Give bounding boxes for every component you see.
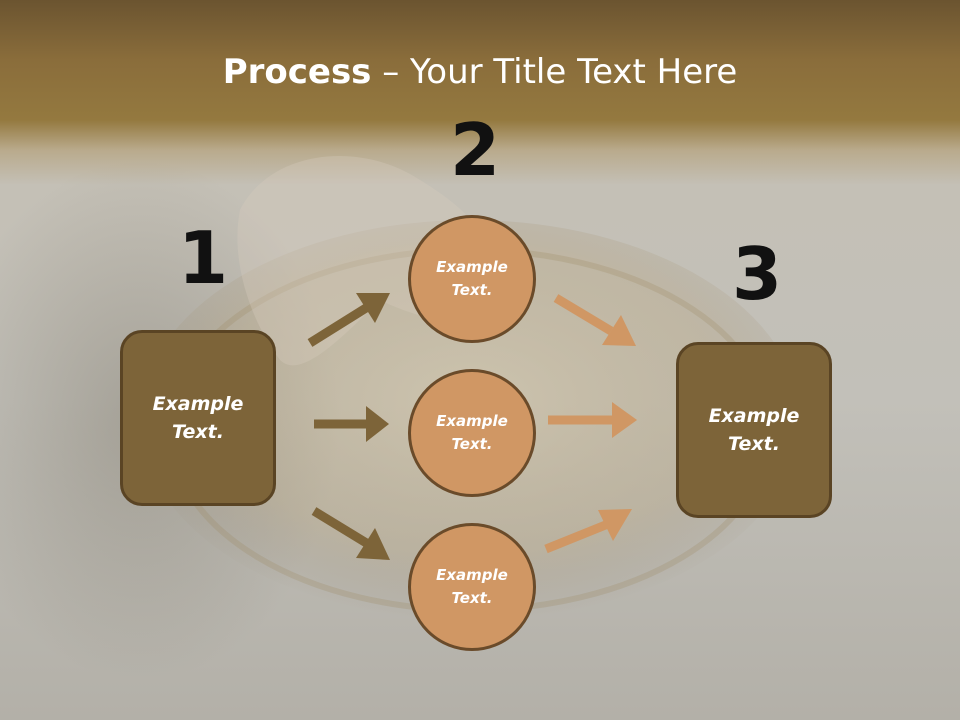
- step-1-label: Example Text.: [152, 392, 244, 444]
- arrow-box-to-bottom: [311, 507, 390, 560]
- arrow-box-to-middle: [314, 406, 389, 442]
- step-number-3: 3: [732, 232, 783, 316]
- step-2-circle-middle: Example Text.: [408, 369, 536, 497]
- arrow-box-to-top: [307, 293, 390, 347]
- title-rest: – Your Title Text Here: [371, 52, 738, 92]
- arrow-top-to-step3: [553, 294, 636, 346]
- step-3-label: Example Text.: [708, 404, 800, 456]
- step-number-1: 1: [178, 216, 229, 300]
- title-bold: Process: [222, 52, 372, 92]
- arrow-middle-to-step3: [548, 402, 637, 438]
- step-2-circle-top: Example Text.: [408, 215, 536, 343]
- step-2-circle-middle-label: Example Text.: [436, 411, 508, 453]
- slide-title: Process – Your Title Text Here: [0, 52, 960, 92]
- step-2-circle-top-label: Example Text.: [436, 257, 508, 299]
- step-number-2: 2: [450, 108, 501, 192]
- arrow-bottom-to-step3: [544, 509, 632, 554]
- step-3-box: Example Text.: [676, 342, 832, 518]
- step-1-box: Example Text.: [120, 330, 276, 506]
- step-2-circle-bottom-label: Example Text.: [436, 565, 508, 607]
- step-2-circle-bottom: Example Text.: [408, 523, 536, 651]
